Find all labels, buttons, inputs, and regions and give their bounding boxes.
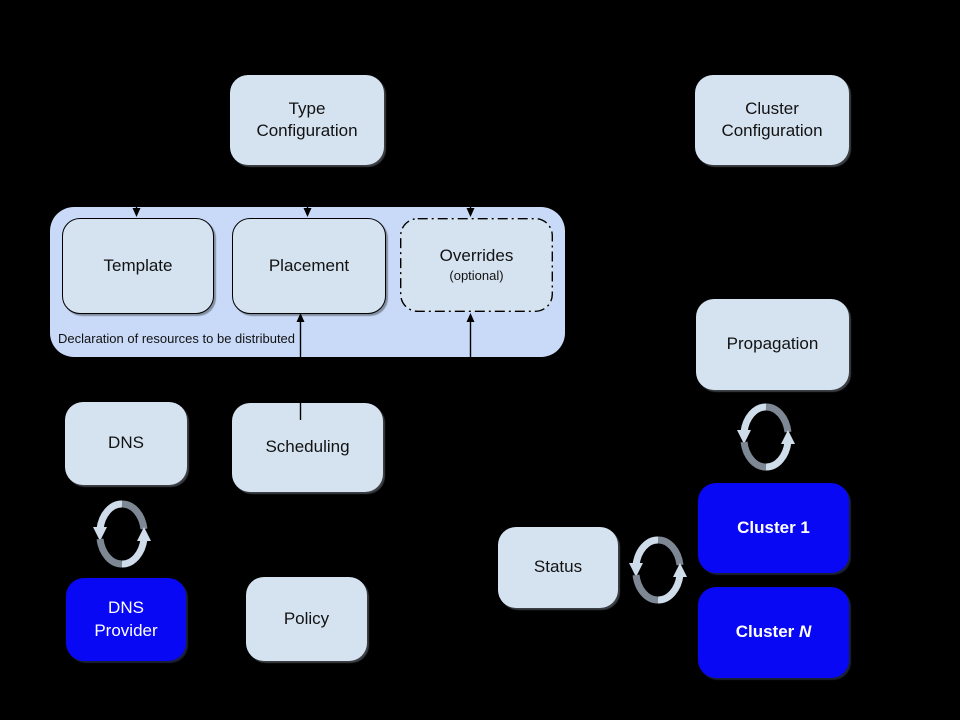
node-label: Placement bbox=[268, 255, 350, 275]
node-dns: DNS bbox=[65, 402, 187, 485]
node-overrides: Overrides (optional) bbox=[400, 218, 553, 312]
node-label: Cluster 1 bbox=[737, 517, 810, 537]
node-policy: Policy bbox=[246, 577, 367, 661]
node-cluster-n: Cluster N bbox=[698, 587, 849, 678]
node-label: Scheduling bbox=[265, 437, 350, 457]
sync-arrows-icon bbox=[737, 407, 795, 467]
sync-arrows-icon bbox=[629, 540, 687, 600]
node-label: Overrides bbox=[439, 246, 514, 265]
node-label-suffix: N bbox=[799, 622, 812, 642]
node-type-configuration: Type Configuration bbox=[230, 75, 384, 165]
node-propagation: Propagation bbox=[696, 299, 849, 390]
node-template: Template bbox=[62, 218, 214, 314]
sync-arrows-icon bbox=[93, 504, 151, 564]
node-label: DNS bbox=[108, 433, 144, 453]
node-label: Template bbox=[103, 255, 173, 275]
node-placement: Placement bbox=[232, 218, 386, 314]
node-label: Policy bbox=[283, 608, 330, 628]
node-cluster-1: Cluster 1 bbox=[698, 483, 849, 573]
node-cluster-configuration: Cluster Configuration bbox=[695, 75, 849, 165]
node-label: Status bbox=[533, 557, 583, 577]
node-label: DNS Provider bbox=[94, 598, 158, 640]
node-sublabel: (optional) bbox=[449, 268, 504, 284]
node-label: Type Configuration bbox=[256, 98, 358, 140]
node-label-prefix: Cluster bbox=[735, 622, 799, 642]
node-label: Cluster Configuration bbox=[721, 98, 823, 140]
node-label: Propagation bbox=[726, 334, 819, 354]
node-label: Cluster N bbox=[736, 621, 812, 643]
node-scheduling: Scheduling bbox=[232, 403, 383, 492]
node-dns-provider: DNS Provider bbox=[66, 578, 186, 661]
node-status: Status bbox=[498, 527, 618, 608]
declaration-caption: Declaration of resources to be distribut… bbox=[58, 331, 296, 346]
